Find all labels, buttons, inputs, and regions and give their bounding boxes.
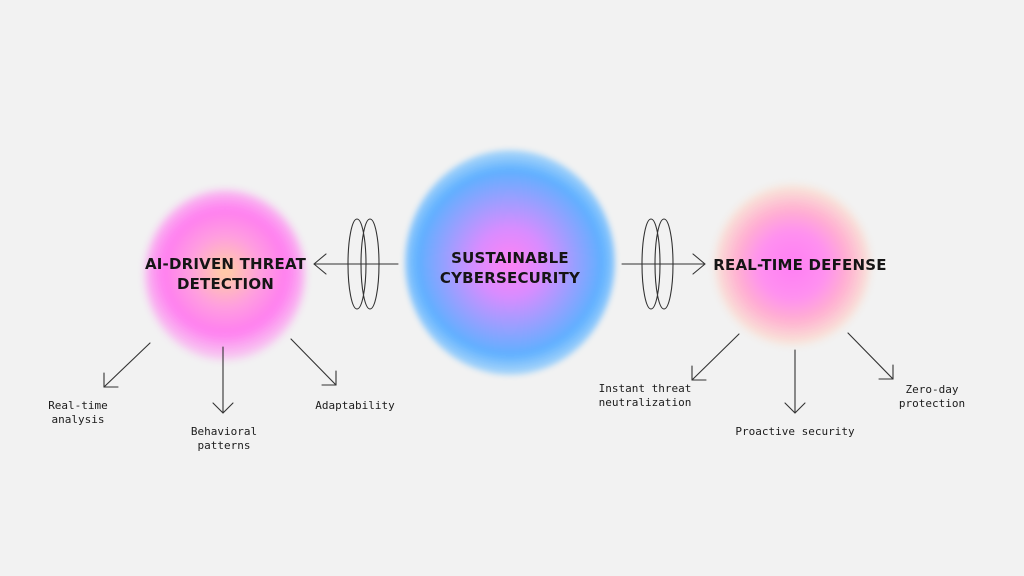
center-node-title: SUSTAINABLE CYBERSECURITY [439,249,581,287]
left-link-ring-icon-2 [360,218,380,310]
right-feature-label-1: Instant threat neutralization [598,382,692,409]
right-sub-arrow-1 [691,333,740,381]
right-sub-arrowhead-3 [878,364,894,380]
left-sub-arrow-3 [290,338,337,386]
left-node-title: AI-DRIVEN THREAT DETECTION [144,255,307,293]
right-link-ring-icon [641,218,661,310]
left-sub-arrowhead-3 [321,370,337,386]
center-node-glow [405,150,615,375]
left-sub-arrowhead-2 [212,402,234,414]
right-sub-arrowhead-2 [784,402,806,414]
right-node-glow [715,185,870,345]
right-feature-label-2: Proactive security [735,425,855,438]
right-feature-label-3: Zero-day protection [898,383,966,410]
left-feature-label-3: Adaptability [315,399,395,412]
right-sub-arrowhead-1 [691,365,707,381]
left-sub-arrow-1 [103,342,151,388]
center-to-right-arrowhead [692,253,706,275]
left-node-glow [145,190,305,360]
center-to-left-arrowhead [313,253,327,275]
right-sub-arrow-3 [847,332,894,380]
left-feature-label-2: Behavioral patterns [190,425,258,452]
right-link-ring-icon-2 [654,218,674,310]
left-link-ring-icon [347,218,367,310]
right-node-title: REAL-TIME DEFENSE [713,256,887,274]
left-sub-arrowhead-1 [103,372,119,388]
left-feature-label-1: Real-time analysis [48,399,108,426]
